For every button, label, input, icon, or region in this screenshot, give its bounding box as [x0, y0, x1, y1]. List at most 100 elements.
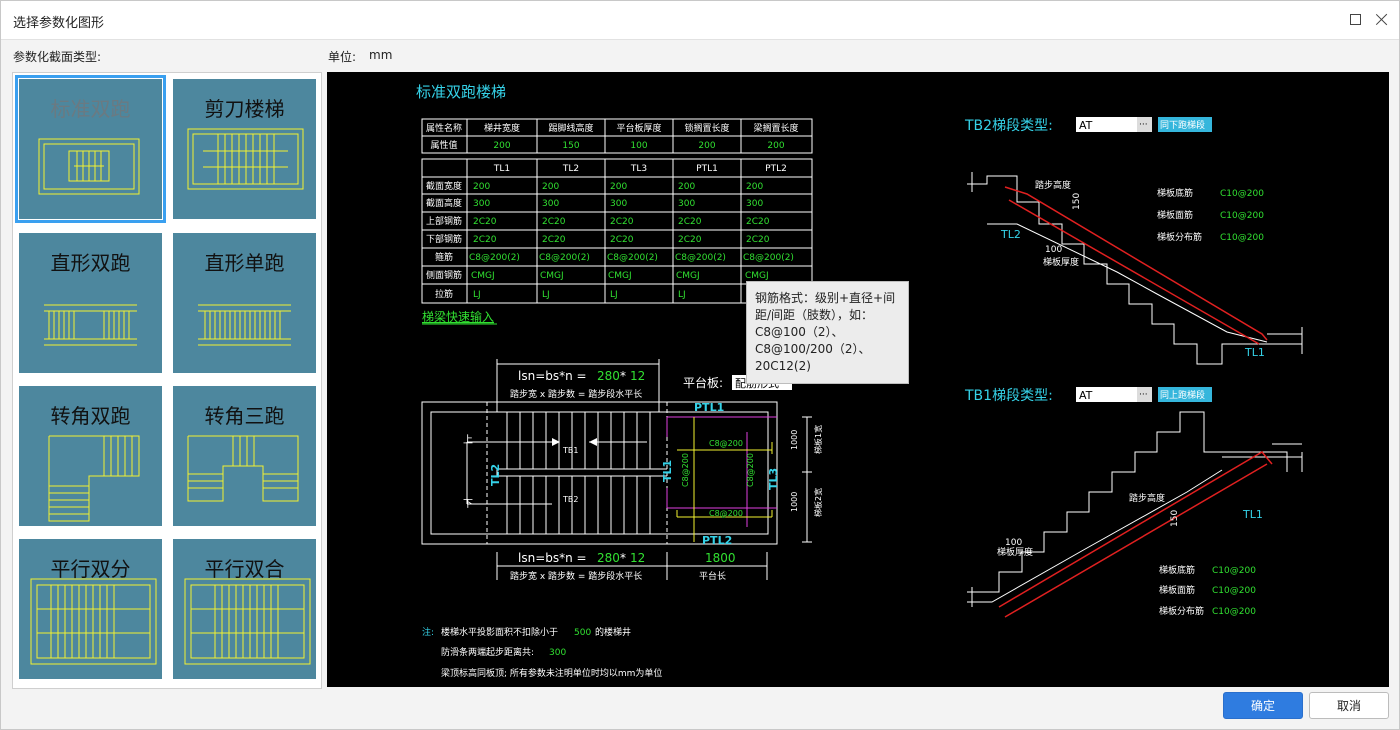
platform-length[interactable]: 1800 — [705, 551, 736, 565]
thumb-label: 直形单跑 — [204, 251, 285, 275]
tb1-top-value[interactable]: C10@200 — [1212, 586, 1256, 596]
tb2-browse-button[interactable] — [1137, 117, 1152, 132]
tb1-same-button[interactable] — [1158, 387, 1212, 402]
beam-cell[interactable]: 300 — [746, 199, 763, 209]
beam-cell[interactable]: C8@200(2) — [743, 253, 794, 263]
prop-value[interactable]: 150 — [562, 141, 579, 151]
beam-table — [421, 158, 813, 304]
lsn-note-bottom: 踏步宽 x 踏步数 = 踏步段水平长 — [510, 570, 642, 582]
beam-cell[interactable]: 2C20 — [610, 235, 634, 245]
lsn-bs[interactable]: 280 — [597, 369, 620, 383]
beam-cell[interactable]: 2C20 — [678, 217, 702, 227]
lsn-bs-bottom[interactable]: 280 — [597, 551, 620, 565]
tb2-top-value[interactable]: C10@200 — [1220, 211, 1264, 221]
beam-header: TL3 — [630, 164, 647, 174]
beam-cell[interactable]: 300 — [473, 199, 490, 209]
lsn-prefix: lsn=bs*n = — [518, 369, 587, 383]
beam-cell[interactable]: CMGJ — [540, 271, 564, 281]
beam-cell[interactable]: 200 — [610, 182, 627, 192]
lsn-prefix-bottom: lsn=bs*n = — [518, 551, 587, 565]
beam-cell[interactable]: C8@200(2) — [607, 253, 658, 263]
ok-button[interactable]: 确定 — [1223, 692, 1303, 719]
notes-line2-b[interactable]: 300 — [549, 648, 566, 658]
thumb-straight-double[interactable]: 直形双跑 — [19, 233, 162, 373]
tb1-browse-button[interactable] — [1137, 387, 1152, 402]
c8-horizontal-b[interactable]: C8@200 — [709, 509, 743, 518]
thumb-straight-single[interactable]: 直形单跑 — [173, 233, 316, 373]
ptl1-label: PTL1 — [694, 401, 724, 414]
beam-cell[interactable]: 2C20 — [542, 235, 566, 245]
tb2-type-value[interactable]: AT — [1079, 119, 1093, 132]
beam-cell[interactable]: LJ — [678, 290, 686, 300]
up-label: 上 — [463, 434, 473, 446]
thumb-parallel-merge[interactable]: 平行双合 — [173, 539, 316, 679]
thumb-corner-triple[interactable]: 转角三跑 — [173, 386, 316, 526]
beam-cell[interactable]: CMGJ — [676, 271, 700, 281]
tb1-dist-value[interactable]: C10@200 — [1212, 607, 1256, 617]
thumb-corner-double[interactable]: 转角双跑 — [19, 386, 162, 526]
beam-cell[interactable]: 2C20 — [610, 217, 634, 227]
beam-cell[interactable]: 2C20 — [746, 217, 770, 227]
beam-cell[interactable]: 200 — [678, 182, 695, 192]
tb1-bottom-value[interactable]: C10@200 — [1212, 566, 1256, 576]
maximize-icon[interactable] — [1346, 10, 1366, 30]
lsn-n[interactable]: 12 — [630, 369, 645, 383]
prop-value[interactable]: 100 — [630, 141, 647, 151]
c8-vertical-b[interactable]: C8@200 — [746, 453, 755, 487]
beam-cell[interactable]: 300 — [678, 199, 695, 209]
beam-cell[interactable]: 2C20 — [473, 217, 497, 227]
tb2-type-input[interactable] — [1076, 117, 1152, 132]
thumb-scissor[interactable]: 剪刀楼梯 — [173, 79, 316, 219]
beam-cell[interactable]: C8@200(2) — [675, 253, 726, 263]
tb2-same-button[interactable] — [1158, 117, 1212, 132]
tb1-type-value[interactable]: AT — [1079, 389, 1093, 402]
prop-row-label: 属性值 — [430, 139, 457, 151]
tb2-tl2-label: TL2 — [1000, 228, 1021, 241]
prop-header: 锁搁置长度 — [684, 122, 729, 134]
tb1-150: 150 — [1170, 510, 1180, 527]
beam-cell[interactable]: LJ — [610, 290, 618, 300]
tb1-type-input[interactable] — [1076, 387, 1152, 402]
prop-value[interactable]: 200 — [698, 141, 715, 151]
beam-cell[interactable]: CMGJ — [745, 271, 769, 281]
notes-line1-b[interactable]: 500 — [574, 628, 591, 638]
beam-cell[interactable]: 2C20 — [678, 235, 702, 245]
prop-header: 踢脚线高度 — [548, 122, 593, 134]
prop-value[interactable]: 200 — [767, 141, 784, 151]
tb2-100: 100 — [1045, 245, 1062, 255]
beam-row-label: 侧面钢筋 — [426, 269, 462, 281]
tb1-same-label: 同上跑梯段 — [1160, 389, 1205, 401]
beam-cell[interactable]: 200 — [473, 182, 490, 192]
lsn-star: * — [620, 369, 626, 383]
beam-cell[interactable]: LJ — [542, 290, 550, 300]
thumb-standard-double[interactable]: 标准双跑 — [15, 75, 166, 223]
c8-horizontal-a[interactable]: C8@200 — [709, 439, 743, 448]
quick-input-link[interactable]: 梯梁快速输入 — [422, 309, 494, 324]
prop-value[interactable]: 200 — [493, 141, 510, 151]
thumb-label: 转角双跑 — [50, 404, 131, 428]
cancel-button[interactable]: 取消 — [1309, 692, 1389, 719]
beam-cell[interactable]: C8@200(2) — [469, 253, 520, 263]
beam-cell[interactable]: 300 — [610, 199, 627, 209]
beam-cell[interactable]: 2C20 — [542, 217, 566, 227]
beam-cell[interactable]: CMGJ — [608, 271, 632, 281]
beam-row-label: 下部钢筋 — [426, 233, 462, 245]
beam-cell[interactable]: 2C20 — [746, 235, 770, 245]
beam-cell[interactable]: 200 — [542, 182, 559, 192]
tb2-dist-value[interactable]: C10@200 — [1220, 233, 1264, 243]
notes-line1-a: 楼梯水平投影面积不扣除小于 — [441, 626, 558, 638]
beam-cell[interactable]: CMGJ — [471, 271, 495, 281]
straight-double-stair-icon — [44, 304, 137, 346]
tb2-thickness: 梯板厚度 — [1043, 256, 1079, 268]
thumb-parallel-split[interactable]: 平行双分 — [19, 539, 162, 679]
beam-cell[interactable]: 2C20 — [473, 235, 497, 245]
c8-vertical-a[interactable]: C8@200 — [681, 453, 690, 487]
beam-cell[interactable]: C8@200(2) — [539, 253, 590, 263]
beam-cell[interactable]: 300 — [542, 199, 559, 209]
beam-cell[interactable]: LJ — [473, 290, 481, 300]
tb2-bottom-value[interactable]: C10@200 — [1220, 189, 1264, 199]
beam-cell[interactable]: 200 — [746, 182, 763, 192]
close-icon[interactable] — [1372, 10, 1392, 30]
beam-header: TL1 — [493, 164, 510, 174]
lsn-n-bottom[interactable]: 12 — [630, 551, 645, 565]
